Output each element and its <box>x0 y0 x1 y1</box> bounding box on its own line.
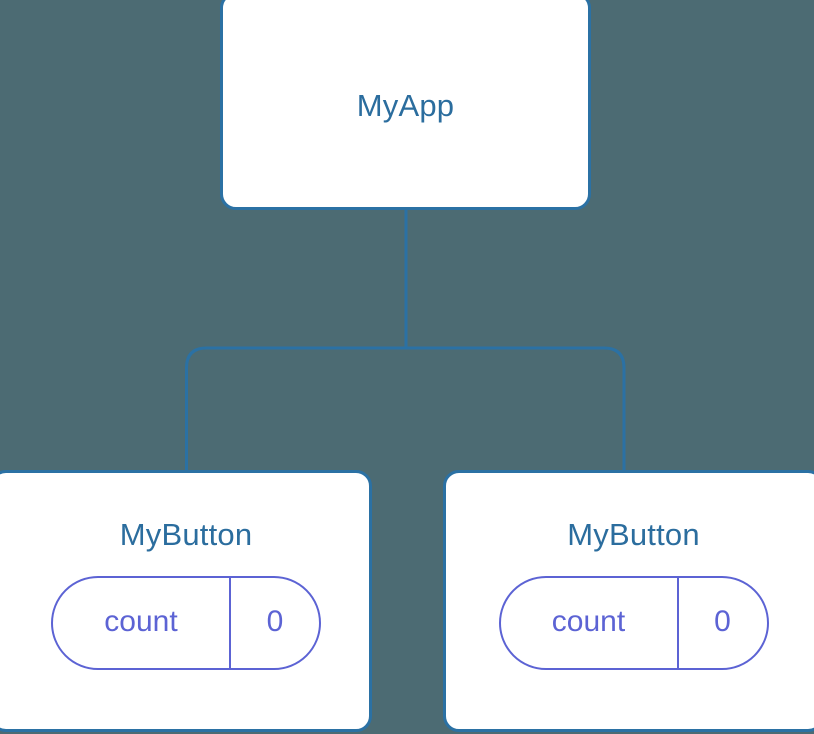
prop-value-1: 0 <box>676 578 767 668</box>
node-myapp-label: MyApp <box>356 87 455 123</box>
node-mybutton-0[interactable]: MyButton count 0 <box>0 470 372 732</box>
node-myapp[interactable]: MyApp <box>220 0 591 210</box>
prop-key-0: count <box>104 605 178 638</box>
prop-value-0: 0 <box>229 578 319 668</box>
edge-bus <box>185 346 626 474</box>
node-mybutton-0-content: MyButton count 0 <box>0 519 372 670</box>
prop-badge-count-0[interactable]: count 0 <box>51 576 321 670</box>
node-mybutton-1-content: MyButton count 0 <box>448 519 814 670</box>
node-mybutton-0-label: MyButton <box>119 517 253 552</box>
node-mybutton-1-label: MyButton <box>567 517 700 552</box>
prop-key-1: count <box>551 605 626 638</box>
node-mybutton-1[interactable]: MyButton count 0 <box>443 470 814 732</box>
prop-badge-count-1[interactable]: count 0 <box>498 576 769 670</box>
